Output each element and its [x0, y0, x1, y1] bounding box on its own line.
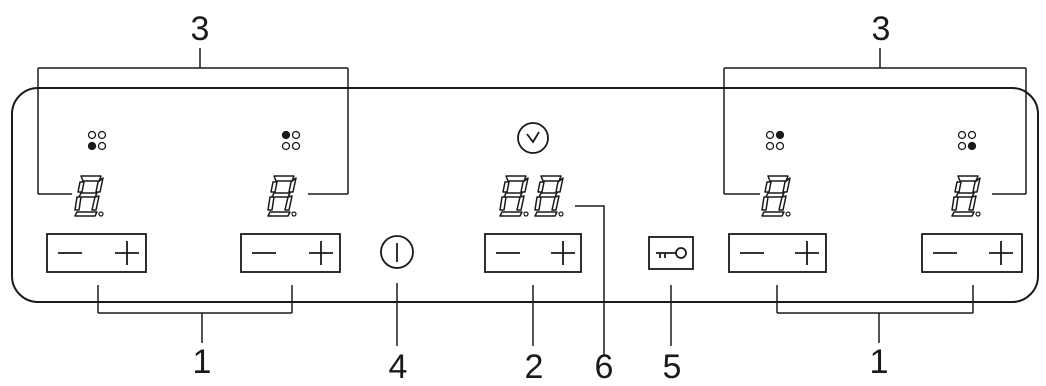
- control-panel: [12, 88, 1038, 302]
- power-level-display-front-right: [952, 176, 980, 216]
- zone-indicator-front-right: [959, 132, 976, 150]
- zone-indicator-rear-left: [283, 132, 300, 150]
- zone-indicator-rear-right: [767, 132, 784, 150]
- leader-timer-display: [575, 206, 604, 355]
- power-level-display-rear-left: [268, 176, 296, 216]
- power-icon[interactable]: [381, 236, 413, 268]
- timer-controls[interactable]: [485, 234, 581, 272]
- bracket-zone-indicators-right: [724, 48, 1026, 194]
- timer-display: [500, 176, 563, 216]
- bracket-zone-indicators-left: [38, 48, 348, 194]
- key-lock-icon[interactable]: [649, 237, 693, 269]
- zone-controls-rear-left[interactable]: [241, 234, 340, 272]
- power-level-display-rear-right: [762, 176, 790, 216]
- leader-lines: [98, 283, 973, 346]
- power-level-display-front-left: [75, 176, 103, 216]
- zone-controls-front-left[interactable]: [47, 234, 146, 272]
- zone-controls-front-right[interactable]: [922, 234, 1022, 272]
- zone-controls-rear-right[interactable]: [729, 234, 826, 272]
- clock-icon: [518, 123, 548, 153]
- zone-indicator-front-left: [89, 132, 106, 150]
